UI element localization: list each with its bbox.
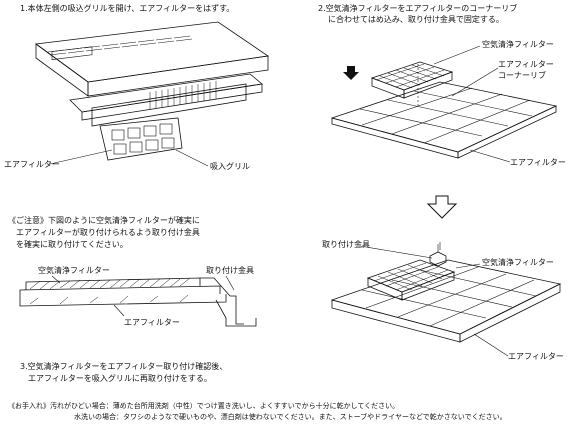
maintenance-line2: 水洗いの場合：タワシのようなで硬いものや、漂白剤は使わないでください。また、スト… [74, 413, 507, 421]
step2-text-line2: に合わせてはめ込み、取り付け金具で固定する。 [328, 15, 504, 24]
caution-line3: を確実に取り付けてください。 [16, 240, 128, 249]
fig2-label-air-filter: エアフィルター [510, 158, 566, 167]
step3-text-line1: 3.空気清浄フィルターをエアフィルター取り付け確認後、 [20, 362, 228, 371]
step3-text-line2: エアフィルターを吸入グリルに再取り付けをする。 [28, 374, 212, 383]
fig4-filter-assembled [330, 242, 562, 357]
fig3-label-bracket: 取り付け金具 [206, 266, 254, 275]
fig2-label-rib-line1: エアフィルター [498, 60, 554, 69]
fig1-ceiling-unit [34, 21, 270, 167]
step1-text: 1.本体左側の吸込グリルを開け、エアフィルターをはずす。 [20, 4, 235, 13]
fig3-label-air-filter: エアフィルター [124, 318, 180, 327]
fig4-label-bracket: 取り付け金具 [322, 240, 370, 249]
fig1-label-intake-grille: 吸入グリル [210, 162, 250, 171]
fig4-label-purifier-filter: 空気清浄フィルター [482, 258, 554, 267]
maintenance-line1: 《お手入れ》汚れがひどい場合：薄めた台所用洗剤（中性）でつけ置き洗いし、よくすす… [8, 402, 400, 410]
fig2-label-purifier-filter: 空気清浄フィルター [482, 40, 554, 49]
fig3-label-purifier-filter: 空気清浄フィルター [38, 266, 110, 275]
fig2-label-rib-line2: コーナーリブ [498, 71, 546, 80]
caution-line2: エアフィルターが取り付けられるよう取り付け金具 [16, 228, 200, 237]
fig2-filter-assembly [330, 45, 558, 163]
fig1-label-air-filter: エアフィルター [4, 160, 60, 169]
step2-text-line1: 2.空気清浄フィルターをエアフィルターのコーナーリブ [318, 4, 518, 13]
down-arrow-icon [426, 195, 458, 219]
fig4-label-air-filter: エアフィルター [508, 352, 564, 361]
fig3-cross-section [19, 275, 257, 327]
caution-line1: 《ご注意》下図のように空気清浄フィルターが確実に [8, 216, 200, 225]
